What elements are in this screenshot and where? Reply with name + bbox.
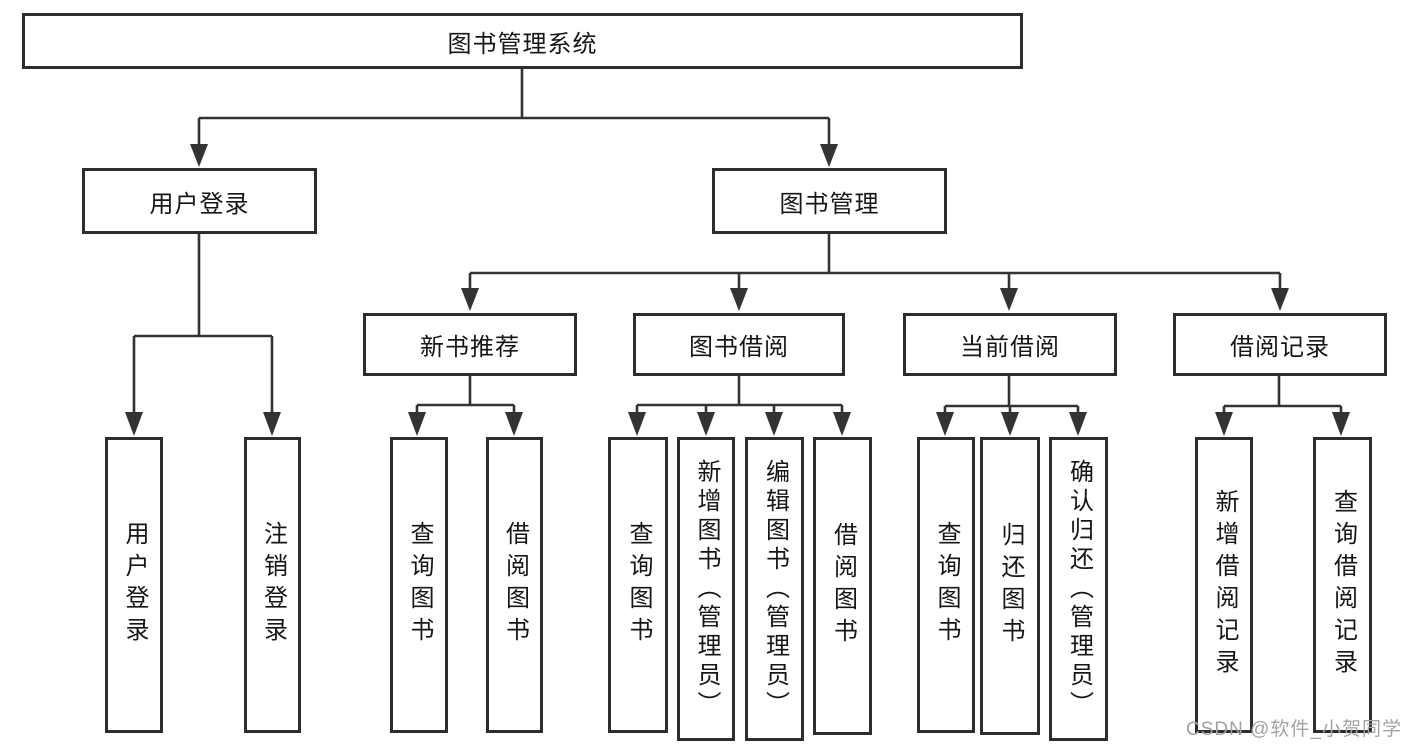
node-current-borrow: 当前借阅: [903, 313, 1117, 376]
node-label: 用户登录: [149, 190, 250, 218]
leaf-label: 确认归还（管理员）: [1065, 458, 1093, 720]
node-label: 新书推荐: [420, 334, 520, 361]
leaf-recommend-query-books: 查询图书: [390, 437, 448, 733]
leaf-label: 查询借阅记录: [1329, 489, 1357, 681]
leaf-return-books: 归还图书: [980, 437, 1040, 735]
leaf-user-login: 用户登录: [105, 437, 163, 733]
leaf-label: 编辑图书（管理员）: [761, 458, 789, 720]
leaf-label: 借阅图书: [829, 522, 857, 650]
node-label: 当前借阅: [960, 334, 1060, 361]
node-root: 图书管理系统: [22, 13, 1023, 69]
arrowheads: [125, 144, 1350, 436]
node-user-login: 用户登录: [82, 168, 317, 234]
node-label: 图书借阅: [689, 334, 789, 361]
leaf-label: 查询图书: [406, 521, 433, 649]
leaf-label: 用户登录: [121, 521, 148, 649]
watermark-csdn: CSDN @软件_小贺同学: [1186, 719, 1402, 740]
leaf-label: 查询图书: [933, 521, 960, 649]
leaf-confirm-return-admin: 确认归还（管理员）: [1049, 437, 1108, 741]
leaf-recommend-borrow-books: 借阅图书: [486, 437, 543, 733]
node-book-management: 图书管理: [712, 168, 947, 234]
node-label: 图书管理: [779, 190, 880, 218]
leaf-label: 借阅图书: [501, 521, 529, 649]
leaf-label: 新增图书（管理员）: [693, 458, 720, 720]
leaf-current-query-books: 查询图书: [917, 437, 975, 733]
leaf-edit-books-admin: 编辑图书（管理员）: [745, 437, 804, 741]
node-book-borrow: 图书借阅: [633, 313, 845, 376]
leaf-query-borrow-record: 查询借阅记录: [1313, 437, 1372, 733]
node-label: 图书管理系统: [447, 30, 598, 58]
leaf-borrow-query-books: 查询图书: [608, 437, 668, 733]
leaf-borrow-books: 借阅图书: [813, 437, 872, 735]
leaf-label: 归还图书: [997, 522, 1024, 650]
node-new-book-recommend: 新书推荐: [363, 313, 577, 376]
leaf-add-books-admin: 新增图书（管理员）: [677, 437, 735, 741]
leaf-add-borrow-record: 新增借阅记录: [1195, 437, 1253, 733]
node-label: 借阅记录: [1230, 334, 1330, 361]
leaf-label: 注销登录: [259, 521, 287, 649]
leaf-label: 查询图书: [625, 521, 652, 649]
leaf-label: 新增借阅记录: [1211, 489, 1238, 681]
node-borrow-records: 借阅记录: [1173, 313, 1387, 376]
leaf-logout-login: 注销登录: [244, 437, 301, 733]
